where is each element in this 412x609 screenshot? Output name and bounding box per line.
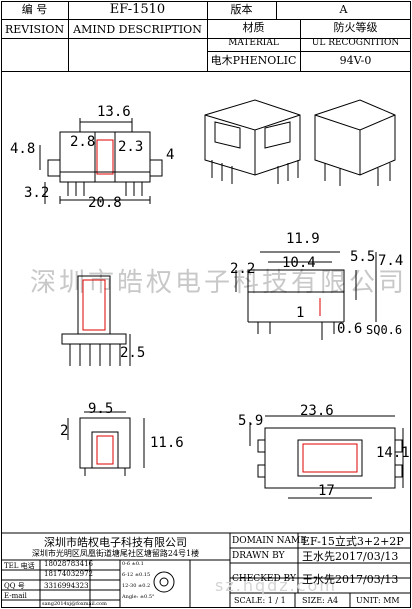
tel-1: 18028783416 <box>44 560 93 568</box>
side-view-left <box>61 275 131 366</box>
material-cn-label: 材质 <box>242 21 265 34</box>
header-col-1 <box>68 1 69 71</box>
tol-2: 6-12 ±0.15 <box>122 572 151 578</box>
tel-label: TEL 电话 <box>4 562 35 570</box>
side-view-right <box>235 251 377 340</box>
watermark-company: 深圳市皓权电子科技有限公司 <box>30 268 408 298</box>
header-line-4 <box>1 71 411 72</box>
dim-plan-bot: 17 <box>318 483 335 499</box>
header-col-3 <box>276 1 277 19</box>
tol-4: Angle: ±0.5° <box>122 594 155 600</box>
checked-label: CHECKED BY <box>232 574 296 584</box>
footer-address: 深圳市光明区凤凰街道塘尾社区塘留路24号1楼 <box>31 549 200 558</box>
footer-company: 深圳市皓权电子科技有限公司 <box>44 536 187 549</box>
qq-label: QQ 号 <box>4 582 25 590</box>
dim-pin-d: 0.6 <box>337 321 363 337</box>
end-view-bottom-left <box>67 411 145 476</box>
dim-bot-w: 9.5 <box>88 401 114 417</box>
dim-plan-h: 14.1 <box>376 445 410 461</box>
dim-side-h2: 7.4 <box>378 253 404 269</box>
tol-3: 12-30 ±0.2 <box>122 583 151 589</box>
header-line-2 <box>1 38 411 39</box>
dim-pin-off: 4 <box>166 147 175 163</box>
footer-grid <box>1 532 411 608</box>
fire-cn-label: 防火等级 <box>333 21 378 34</box>
qq-value: 3316994323 <box>44 582 89 590</box>
material-value: 电木PHENOLIC <box>210 54 297 67</box>
header-col-2 <box>207 1 208 71</box>
dim-base-h: 3.2 <box>24 185 50 201</box>
dim-plan-left: 5.9 <box>238 413 264 429</box>
header-line-3 <box>207 51 411 52</box>
fire-en-label: UL RECOGNITION <box>311 38 400 48</box>
email-value: sang2014xj@foxmail.com <box>42 601 107 607</box>
dim-side-w: 11.9 <box>286 231 320 247</box>
dim-front-pin: 2.5 <box>120 345 146 361</box>
version-label: 版本 <box>230 3 253 16</box>
drawn-value: 王水先2017/03/13 <box>302 550 399 563</box>
fire-value: 94V-0 <box>339 54 372 67</box>
dim-top-width: 13.6 <box>97 104 131 120</box>
dim-bot-left: 2 <box>60 423 69 439</box>
dim-side-left: 2.2 <box>230 261 256 277</box>
dim-side-inner: 10.4 <box>282 255 316 271</box>
amind-label: AMIND DESCRIPTION <box>73 23 202 36</box>
scale-value: SCALE: 1 / 1 <box>234 596 286 605</box>
dim-side-small: 1 <box>296 305 305 321</box>
header-line-1 <box>1 19 411 20</box>
dim-pin-sq: SQ0.6 <box>366 323 403 337</box>
part-code: EF-1510 <box>109 2 166 17</box>
header-col-4 <box>300 19 301 71</box>
front-view-top-left <box>39 118 163 204</box>
version-value: A <box>339 3 348 16</box>
dim-left-h: 4.8 <box>10 141 36 157</box>
tol-1: 0-6 ±0.1 <box>122 561 144 567</box>
material-en-label: MATERIAL <box>228 38 279 48</box>
unit-value: UNIT: MM <box>356 596 400 605</box>
revision-label: REVISION <box>4 23 65 36</box>
dim-slot: 2.3 <box>118 139 144 155</box>
domain-name-label: DOMAIN NAME <box>232 536 307 546</box>
dim-overall-w: 20.8 <box>88 195 122 211</box>
code-label: 编 号 <box>21 3 48 16</box>
email-label: E-mail <box>4 592 27 600</box>
plan-view-bottom-right <box>249 415 404 499</box>
watermark-url: sz.hqdz.com <box>215 576 337 595</box>
domain-name-value: EF-15立式3+2+2P <box>302 535 404 548</box>
size-value: SIZE: A4 <box>302 596 339 605</box>
drawn-label: DRAWN BY <box>232 551 285 561</box>
isometric-view <box>204 99 396 186</box>
checked-value: 王水先2017/03/13 <box>302 573 399 586</box>
dim-side-h1: 5.5 <box>350 249 376 265</box>
tel-2: 18174032972 <box>44 570 93 578</box>
dim-plan-w: 23.6 <box>300 403 334 419</box>
dim-inner-w: 2.8 <box>70 134 96 150</box>
dim-bot-h: 11.6 <box>150 435 184 451</box>
